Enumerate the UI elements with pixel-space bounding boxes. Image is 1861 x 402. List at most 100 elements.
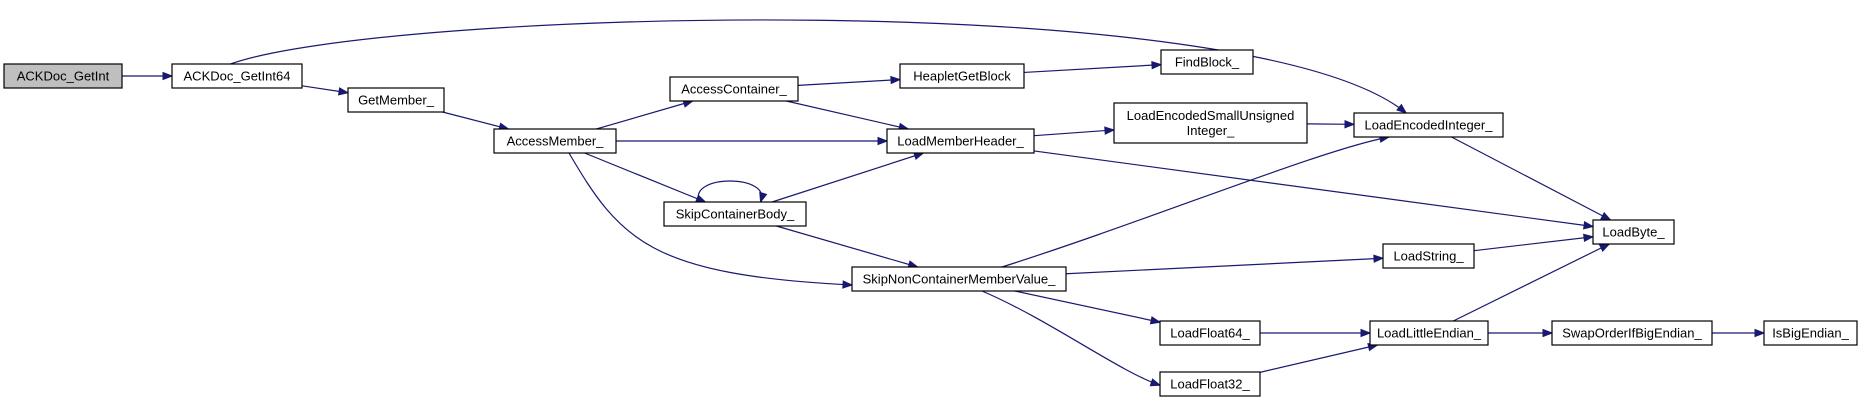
node-label: GetMember_	[358, 93, 435, 108]
node-box[interactable]	[493, 128, 617, 154]
edge-line	[981, 290, 1161, 386]
edge-loadmemberheader-to-loadencodedsmallunsignedinteger	[1033, 126, 1116, 137]
edge-line	[797, 78, 901, 86]
edges-layer	[122, 19, 1766, 387]
node-heapletgetblock[interactable]: HeapletGetBlock	[899, 63, 1025, 89]
node-loadbyte[interactable]: LoadByte_	[1592, 219, 1675, 245]
edge-line	[786, 100, 909, 130]
node-ackdoc-getint[interactable]: ACKDoc_GetInt	[3, 63, 123, 89]
node-ackdoc-getint64[interactable]: ACKDoc_GetInt64	[171, 63, 303, 89]
edge-line	[442, 111, 509, 130]
arrowhead-icon	[1149, 378, 1162, 387]
node-label: FindBlock_	[1175, 55, 1240, 70]
edge-loadfloat32-to-loadlittleendian	[1259, 343, 1379, 373]
edge-loadencodedinteger-to-loadbyte	[1451, 136, 1612, 221]
edge-skipcontainerbody-to-skipnoncontainermembervalue	[776, 225, 919, 269]
arrowhead-icon	[162, 71, 174, 81]
edge-accesscontainer-to-loadmemberheader	[786, 100, 910, 131]
edge-accessmember-to-skipcontainerbody	[584, 152, 707, 203]
node-box[interactable]	[1369, 320, 1489, 346]
node-box[interactable]	[669, 76, 799, 102]
edge-skipcontainerbody-to-loadmemberheader	[771, 151, 925, 203]
edge-line	[1001, 136, 1390, 268]
node-box[interactable]	[3, 63, 123, 89]
arrowhead-icon	[1583, 221, 1595, 230]
edge-loadstring-to-loadbyte	[1473, 233, 1595, 252]
arrowhead-icon	[695, 194, 707, 203]
node-box[interactable]	[347, 87, 445, 113]
edge-line	[1033, 129, 1115, 137]
arrowhead-icon	[842, 280, 854, 289]
edge-line	[584, 152, 706, 203]
node-skipcontainerbody[interactable]: SkipContainerBody_	[663, 201, 807, 227]
arrowhead-icon	[1104, 126, 1116, 135]
edge-line	[596, 100, 693, 130]
node-label: LoadMemberHeader_	[897, 134, 1024, 149]
node-box[interactable]	[1551, 320, 1713, 346]
arrowhead-icon	[1598, 243, 1611, 253]
node-box[interactable]	[1159, 320, 1261, 346]
node-box[interactable]	[1159, 371, 1261, 397]
edge-line	[1473, 236, 1594, 252]
edge-line	[568, 152, 853, 286]
arrowhead-icon	[890, 75, 902, 85]
node-loadfloat32[interactable]: LoadFloat32_	[1159, 371, 1261, 397]
node-box[interactable]	[1592, 219, 1675, 245]
edge-accesscontainer-to-heapletgetblock	[797, 75, 902, 86]
arrowhead-icon	[877, 136, 889, 146]
edge-ackdoc-getint64-to-getmember	[301, 85, 350, 96]
node-box[interactable]	[1160, 49, 1254, 75]
node-label: LoadByte_	[1602, 225, 1665, 240]
edge-ackdoc-getint-to-ackdoc-getint64	[122, 71, 174, 81]
node-isbigendian[interactable]: IsBigEndian_	[1763, 320, 1858, 346]
node-loadmemberheader[interactable]: LoadMemberHeader_	[886, 128, 1035, 154]
node-box[interactable]	[1353, 112, 1504, 138]
arrowhead-icon	[1396, 103, 1408, 114]
edge-accessmember-to-skipnoncontainermembervalue	[568, 152, 854, 289]
node-box[interactable]	[851, 266, 1067, 292]
node-label: IsBigEndian_	[1772, 326, 1849, 341]
node-box[interactable]	[886, 128, 1035, 154]
edge-ackdoc-getint64-to-loadencodedinteger	[230, 19, 1408, 114]
node-loadencodedinteger[interactable]: LoadEncodedInteger_	[1353, 112, 1504, 138]
node-box[interactable]	[1113, 102, 1308, 144]
arrowhead-icon	[1542, 328, 1554, 338]
edge-loadlittleendian-to-swaporderifbigendian	[1488, 328, 1554, 338]
node-label: LoadFloat64_	[1170, 326, 1250, 341]
node-box[interactable]	[663, 201, 807, 227]
edge-skipnoncontainermembervalue-to-loadstring	[1065, 254, 1385, 275]
node-findblock[interactable]: FindBlock_	[1160, 49, 1254, 75]
node-box[interactable]	[899, 63, 1025, 89]
edge-loadlittleendian-to-loadbyte	[1453, 243, 1611, 322]
node-accessmember[interactable]: AccessMember_	[493, 128, 617, 154]
edge-skipnoncontainermembervalue-to-loadfloat32	[981, 290, 1162, 387]
arrowhead-icon	[337, 87, 350, 96]
node-label: Integer_	[1187, 123, 1235, 138]
node-accesscontainer[interactable]: AccessContainer_	[669, 76, 799, 102]
node-loadstring[interactable]: LoadString_	[1382, 243, 1475, 269]
node-label: AccessContainer_	[681, 82, 787, 97]
edge-line	[1451, 136, 1611, 221]
arrowhead-icon	[1583, 233, 1595, 243]
arrowhead-icon	[1151, 60, 1163, 70]
node-swaporderifbigendian[interactable]: SwapOrderIfBigEndian_	[1551, 320, 1713, 346]
node-label: ACKDoc_GetInt	[17, 69, 110, 84]
node-loadlittleendian[interactable]: LoadLittleEndian_	[1369, 320, 1489, 346]
node-skipnoncontainermembervalue[interactable]: SkipNonContainerMemberValue_	[851, 266, 1067, 292]
edge-skipnoncontainermembervalue-to-loadfloat64	[1014, 290, 1162, 325]
node-box[interactable]	[171, 63, 303, 89]
arrowhead-icon	[1344, 119, 1356, 129]
node-box[interactable]	[1382, 243, 1475, 269]
edge-line	[1259, 344, 1378, 373]
edge-line	[230, 19, 1407, 114]
node-getmember[interactable]: GetMember_	[347, 87, 445, 113]
edge-line	[1453, 243, 1610, 322]
arrowhead-icon	[1600, 211, 1612, 221]
node-box[interactable]	[1763, 320, 1858, 346]
node-loadfloat64[interactable]: LoadFloat64_	[1159, 320, 1261, 346]
node-label: SkipContainerBody_	[676, 207, 795, 222]
node-label: AccessMember_	[507, 134, 605, 149]
